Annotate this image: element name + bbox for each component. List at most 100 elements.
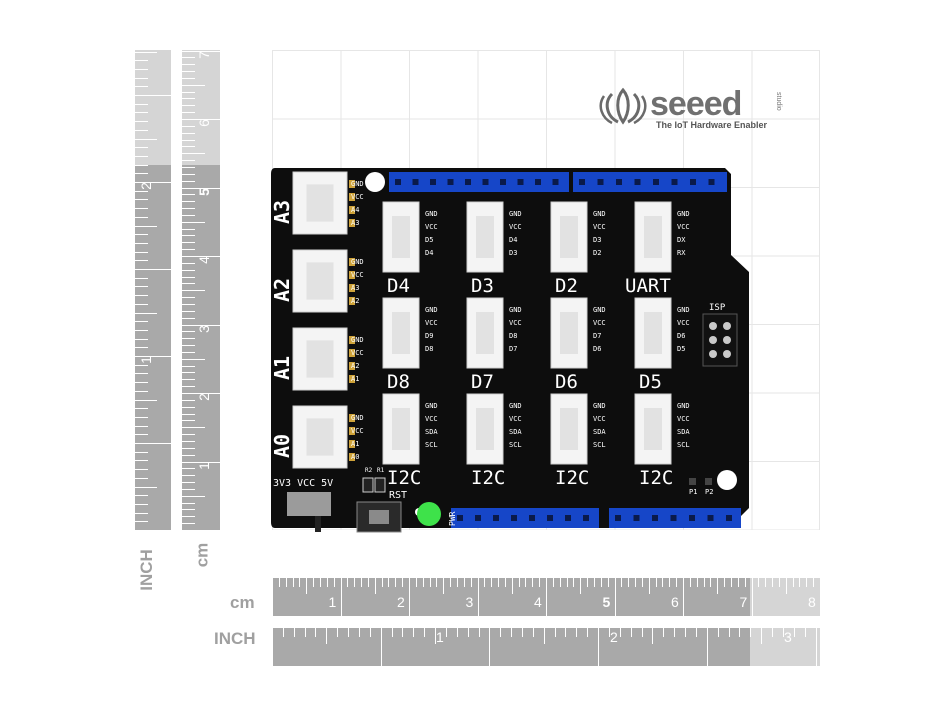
ruler-tick [182, 71, 196, 73]
grove-port-i2c-2[interactable] [466, 393, 504, 465]
ruler-tick [135, 416, 148, 418]
horizontal-inch-number: 2 [610, 629, 618, 645]
ruler-tick [717, 578, 719, 594]
pin-label: D6 [677, 332, 685, 340]
ruler-tick [467, 628, 469, 637]
ruler-tick [182, 256, 220, 257]
pin-label: A1 [351, 375, 359, 383]
ruler-tick [182, 310, 196, 312]
isp-pin [723, 350, 731, 358]
ruler-tick [135, 286, 148, 288]
ruler-tick [135, 495, 148, 497]
grove-port-d3[interactable] [466, 201, 504, 273]
ruler-tick [135, 321, 148, 323]
header-pin-hole [511, 515, 517, 521]
pin-label: D3 [509, 249, 517, 257]
ruler-tick [491, 578, 493, 587]
connector-housing[interactable] [292, 171, 348, 235]
horizontal-cm-number: 7 [739, 594, 748, 610]
pin [349, 258, 355, 266]
grove-port-i2c-4[interactable] [634, 393, 672, 465]
reset-button-cap[interactable] [369, 510, 389, 524]
grove-port-d7[interactable] [466, 297, 504, 369]
ruler-tick [135, 399, 157, 401]
ruler-tick [135, 477, 148, 479]
ruler-tick [737, 578, 739, 587]
grove-port-d5[interactable] [634, 297, 672, 369]
switch-label: 3V3 VCC 5V [273, 478, 333, 489]
ruler-tick [498, 578, 500, 587]
analog-port-a1[interactable] [292, 327, 348, 391]
ruler-tick [182, 358, 205, 360]
ruler-tick [778, 578, 780, 587]
ruler-tick [402, 628, 404, 637]
vertical-unit-cm: cm [192, 542, 212, 568]
ruler-tick [135, 347, 148, 349]
ruler-tick [272, 578, 273, 616]
power-switch[interactable] [287, 492, 331, 516]
ruler-tick [348, 628, 350, 637]
ruler-tick [272, 628, 273, 666]
ruler-tick [674, 628, 676, 637]
power-switch-lever[interactable] [315, 516, 321, 532]
ruler-tick [641, 628, 643, 637]
grove-port-d4[interactable] [382, 201, 420, 273]
ruler-tick [580, 578, 582, 594]
ruler-tick [182, 91, 196, 93]
ruler-tick [614, 578, 616, 616]
ruler-tick [525, 578, 527, 587]
grove-port-uart[interactable] [634, 201, 672, 273]
ruler-tick [182, 214, 196, 216]
ruler-tick [518, 578, 520, 587]
grove-port-label: D3 [471, 275, 494, 297]
vertical-cm-number: 5 [195, 187, 212, 196]
pin-label: VCC [351, 349, 364, 357]
vertical-inch-number: 1 [137, 356, 154, 364]
grove-port-i2c-1[interactable] [382, 393, 420, 465]
header-pin-hole [517, 179, 524, 185]
pin-label: D7 [509, 345, 517, 353]
grove-port-i2c-3[interactable] [550, 393, 588, 465]
ruler-tick [765, 578, 767, 587]
ruler-tick [641, 578, 643, 587]
grove-port-d2[interactable] [550, 201, 588, 273]
pin-label: VCC [425, 223, 438, 231]
ruler-tick [135, 364, 148, 366]
vertical-cm-number: 2 [195, 393, 212, 401]
analog-port-label: A3 [270, 200, 294, 224]
analog-port-a0[interactable] [292, 405, 348, 469]
ruler-tick [347, 578, 349, 587]
ruler-tick [319, 578, 321, 587]
ruler-tick [587, 628, 589, 637]
pin-label: GND [593, 210, 606, 218]
grove-port-d6[interactable] [550, 297, 588, 369]
ruler-tick [135, 190, 148, 192]
analog-port-a2[interactable] [292, 249, 348, 313]
ruler-tick [751, 578, 753, 616]
ruler-tick [182, 201, 196, 203]
horizontal-cm-number: 1 [328, 594, 337, 610]
ruler-tick [380, 628, 382, 666]
connector-socket [476, 408, 494, 450]
ruler-tick [182, 139, 196, 141]
pin-label: VCC [351, 193, 364, 201]
header-pin-hole [670, 515, 677, 521]
ruler-tick [278, 578, 280, 587]
ruler-tick [543, 628, 545, 644]
connector-housing[interactable] [382, 393, 420, 465]
horizontal-unit-inch: INCH [214, 629, 256, 648]
header-pin-hole [726, 515, 732, 521]
ruler-tick [728, 628, 730, 637]
pin-label: VCC [593, 223, 606, 231]
vertical-cm-number: 4 [195, 256, 212, 264]
analog-port-a3[interactable] [292, 171, 348, 235]
connector-socket [560, 408, 578, 450]
ruler-tick [135, 269, 171, 270]
ruler-tick [573, 578, 575, 587]
grove-port-d8[interactable] [382, 297, 420, 369]
ruler-tick [504, 578, 506, 587]
header-pin-hole [634, 179, 641, 185]
connector-socket [392, 216, 410, 258]
ruler-tick [182, 406, 196, 408]
pwr-label: PWR [448, 511, 457, 526]
